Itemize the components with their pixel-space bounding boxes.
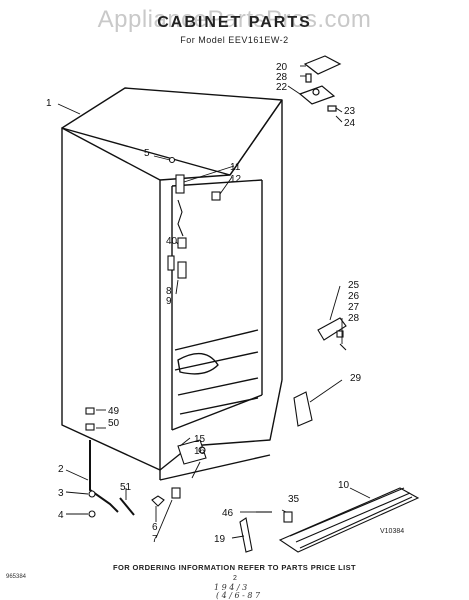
drain-tube-2 bbox=[89, 440, 119, 513]
callout-12: 12 bbox=[230, 174, 242, 185]
callout-6: 6 bbox=[152, 522, 158, 533]
callout-35: 35 bbox=[288, 494, 300, 505]
callout-51: 51 bbox=[120, 482, 132, 493]
ordering-note: FOR ORDERING INFORMATION REFER TO PARTS … bbox=[113, 563, 356, 572]
callout-16: 16 bbox=[194, 446, 206, 457]
screw-5 bbox=[168, 156, 176, 164]
plug-49 bbox=[85, 407, 95, 415]
callout-46: 46 bbox=[222, 508, 234, 519]
leg-7 bbox=[171, 487, 181, 499]
callout-5: 5 bbox=[144, 148, 150, 159]
tube-51 bbox=[119, 497, 135, 516]
harness bbox=[177, 199, 184, 237]
light-switch bbox=[175, 174, 185, 194]
clip-12 bbox=[211, 191, 221, 201]
page-number: 2 bbox=[233, 575, 237, 582]
page-title: CABINET PARTS bbox=[157, 14, 312, 31]
figure-code: V10384 bbox=[380, 528, 405, 535]
callout-3: 3 bbox=[58, 488, 64, 499]
bracket-29 bbox=[293, 391, 313, 427]
leveler-6 bbox=[151, 495, 165, 507]
retainer-40 bbox=[177, 237, 187, 249]
hinge-cover bbox=[303, 55, 342, 75]
hinge-screw-28 bbox=[339, 343, 347, 351]
middle-hinge bbox=[317, 317, 347, 341]
grommet-15 bbox=[198, 446, 206, 454]
callout-22: 22 bbox=[276, 82, 288, 93]
model-subtitle: For Model EEV161EW-2 bbox=[180, 35, 289, 45]
callout-26: 26 bbox=[348, 291, 360, 302]
callout-49: 49 bbox=[108, 406, 120, 417]
callout-28: 28 bbox=[276, 72, 288, 83]
callout-8: 8 bbox=[166, 286, 172, 297]
hinge-screw bbox=[305, 73, 312, 83]
hinge-shim bbox=[327, 105, 337, 112]
clip-35 bbox=[283, 511, 293, 523]
hinge-bushing bbox=[336, 330, 344, 338]
callout-20: 20 bbox=[276, 62, 288, 73]
callout-15: 15 bbox=[194, 434, 206, 445]
shelf-support bbox=[167, 255, 175, 271]
cam-8 bbox=[177, 261, 187, 279]
callout-4: 4 bbox=[58, 510, 64, 521]
callout-25: 25 bbox=[348, 280, 360, 291]
callout-27: 27 bbox=[348, 302, 360, 313]
callout-23: 23 bbox=[344, 106, 356, 117]
callout-50: 50 bbox=[108, 418, 120, 429]
toe-grille bbox=[278, 487, 420, 553]
callout-24: 24 bbox=[344, 118, 356, 129]
callout-40: 40 bbox=[166, 236, 178, 247]
callout-2: 2 bbox=[58, 464, 64, 475]
callout-19: 19 bbox=[214, 534, 226, 545]
callout-29: 29 bbox=[350, 373, 362, 384]
hinge-pin bbox=[312, 88, 320, 96]
callout-9: 9 bbox=[166, 296, 172, 307]
bracket-19 bbox=[239, 517, 253, 553]
document-code: 965384 bbox=[6, 574, 27, 580]
washer-3 bbox=[88, 490, 96, 498]
handwritten-note-2: ( 4 / 6 - 8 7 bbox=[216, 591, 261, 600]
callout-11: 11 bbox=[230, 162, 241, 173]
handwritten-note-1: 1 9 4 / 3 bbox=[214, 583, 248, 592]
screw-4 bbox=[88, 510, 96, 518]
callout-1: 1 bbox=[46, 98, 52, 109]
cap-50 bbox=[85, 423, 95, 431]
drain-pan bbox=[177, 439, 207, 465]
callout-28b: 28 bbox=[348, 313, 360, 324]
callout-7: 7 bbox=[152, 534, 158, 545]
callout-10: 10 bbox=[338, 480, 350, 491]
watermark: AppliancePartsPros.com bbox=[97, 6, 372, 33]
